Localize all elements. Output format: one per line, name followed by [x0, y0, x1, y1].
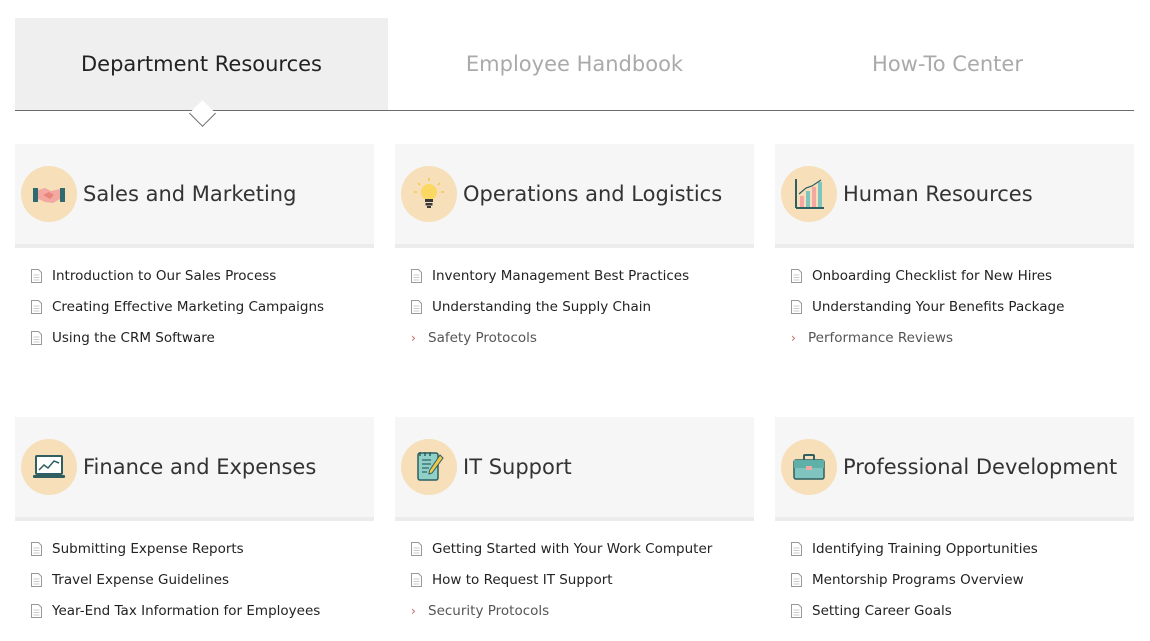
card-professional-development: Professional Development Identifying Tra… — [775, 417, 1134, 626]
document-icon — [411, 268, 422, 283]
list-item-label: Travel Expense Guidelines — [52, 571, 230, 588]
handshake-icon — [21, 166, 77, 222]
tab-employee-handbook[interactable]: Employee Handbook — [465, 52, 684, 76]
list-item[interactable]: Mentorship Programs Overview — [791, 564, 1134, 595]
list-item-label: Performance Reviews — [808, 329, 954, 346]
document-icon — [791, 541, 802, 556]
link-list: Submitting Expense Reports Travel Expens… — [15, 521, 374, 626]
document-icon — [31, 603, 42, 618]
list-item[interactable]: Using the CRM Software — [31, 322, 374, 353]
list-item-label: Using the CRM Software — [52, 329, 215, 346]
tab-department-resources[interactable]: Department Resources — [15, 18, 388, 110]
list-item-label: Submitting Expense Reports — [52, 540, 244, 557]
card-header: Human Resources — [775, 144, 1134, 248]
link-list: Onboarding Checklist for New Hires Under… — [775, 248, 1134, 353]
document-icon — [791, 603, 802, 618]
tab-how-to-center[interactable]: How-To Center — [872, 52, 1023, 76]
list-item[interactable]: Setting Career Goals — [791, 595, 1134, 626]
list-item[interactable]: Identifying Training Opportunities — [791, 533, 1134, 564]
tab-bar: Department Resources Employee Handbook H… — [15, 18, 1134, 111]
list-item-label: Getting Started with Your Work Computer — [432, 540, 713, 557]
list-item[interactable]: Travel Expense Guidelines — [31, 564, 374, 595]
link-list: Introduction to Our Sales Process Creati… — [15, 248, 374, 353]
link-list: Inventory Management Best Practices Unde… — [395, 248, 754, 353]
document-icon — [791, 299, 802, 314]
card-title: Human Resources — [843, 182, 1033, 206]
briefcase-icon — [781, 439, 837, 495]
laptop-chart-icon — [21, 439, 77, 495]
list-item[interactable]: Understanding Your Benefits Package — [791, 291, 1134, 322]
list-item[interactable]: Inventory Management Best Practices — [411, 260, 754, 291]
list-item-label: Inventory Management Best Practices — [432, 267, 690, 284]
list-item-label: Setting Career Goals — [812, 602, 952, 619]
list-item-folder[interactable]: › Safety Protocols — [411, 322, 754, 353]
bar-chart-icon — [781, 166, 837, 222]
list-item-label: Safety Protocols — [428, 329, 537, 346]
link-list: Getting Started with Your Work Computer … — [395, 521, 754, 626]
card-title: Operations and Logistics — [463, 182, 723, 206]
list-item[interactable]: Creating Effective Marketing Campaigns — [31, 291, 374, 322]
list-item-label: Understanding Your Benefits Package — [812, 298, 1065, 315]
document-icon — [31, 541, 42, 556]
list-item[interactable]: How to Request IT Support — [411, 564, 754, 595]
chevron-right-icon: › — [791, 330, 796, 345]
list-item-label: Identifying Training Opportunities — [812, 540, 1038, 557]
list-item[interactable]: Onboarding Checklist for New Hires — [791, 260, 1134, 291]
card-header: Operations and Logistics — [395, 144, 754, 248]
card-title: Professional Development — [843, 455, 1118, 479]
list-item-label: Year-End Tax Information for Employees — [52, 602, 321, 619]
card-title: Sales and Marketing — [83, 182, 297, 206]
document-icon — [791, 572, 802, 587]
card-operations-logistics: Operations and Logistics Inventory Manag… — [395, 144, 754, 353]
card-finance-expenses: Finance and Expenses Submitting Expense … — [15, 417, 374, 626]
lightbulb-icon — [401, 166, 457, 222]
card-it-support: IT Support Getting Started with Your Wor… — [395, 417, 754, 626]
document-icon — [31, 299, 42, 314]
list-item[interactable]: Understanding the Supply Chain — [411, 291, 754, 322]
document-icon — [31, 572, 42, 587]
list-item[interactable]: Introduction to Our Sales Process — [31, 260, 374, 291]
list-item-label: Understanding the Supply Chain — [432, 298, 652, 315]
card-header: Sales and Marketing — [15, 144, 374, 248]
card-header: Finance and Expenses — [15, 417, 374, 521]
list-item-label: How to Request IT Support — [432, 571, 613, 588]
list-item[interactable]: Submitting Expense Reports — [31, 533, 374, 564]
card-title: IT Support — [463, 455, 572, 479]
list-item[interactable]: Getting Started with Your Work Computer — [411, 533, 754, 564]
list-item-folder[interactable]: › Performance Reviews — [791, 322, 1134, 353]
card-human-resources: Human Resources Onboarding Checklist for… — [775, 144, 1134, 353]
document-icon — [791, 268, 802, 283]
list-item-label: Security Protocols — [428, 602, 550, 619]
document-icon — [31, 330, 42, 345]
list-item-label: Creating Effective Marketing Campaigns — [52, 298, 325, 315]
document-icon — [411, 541, 422, 556]
card-header: Professional Development — [775, 417, 1134, 521]
list-item-label: Mentorship Programs Overview — [812, 571, 1024, 588]
document-icon — [411, 572, 422, 587]
chevron-right-icon: › — [411, 330, 416, 345]
list-item[interactable]: Year-End Tax Information for Employees — [31, 595, 374, 626]
chevron-right-icon: › — [411, 603, 416, 618]
notepad-pencil-icon — [401, 439, 457, 495]
document-icon — [31, 268, 42, 283]
list-item-label: Onboarding Checklist for New Hires — [812, 267, 1053, 284]
card-sales-marketing: Sales and Marketing Introduction to Our … — [15, 144, 374, 353]
card-title: Finance and Expenses — [83, 455, 317, 479]
document-icon — [411, 299, 422, 314]
list-item-folder[interactable]: › Security Protocols — [411, 595, 754, 626]
link-list: Identifying Training Opportunities Mento… — [775, 521, 1134, 626]
card-header: IT Support — [395, 417, 754, 521]
list-item-label: Introduction to Our Sales Process — [52, 267, 277, 284]
